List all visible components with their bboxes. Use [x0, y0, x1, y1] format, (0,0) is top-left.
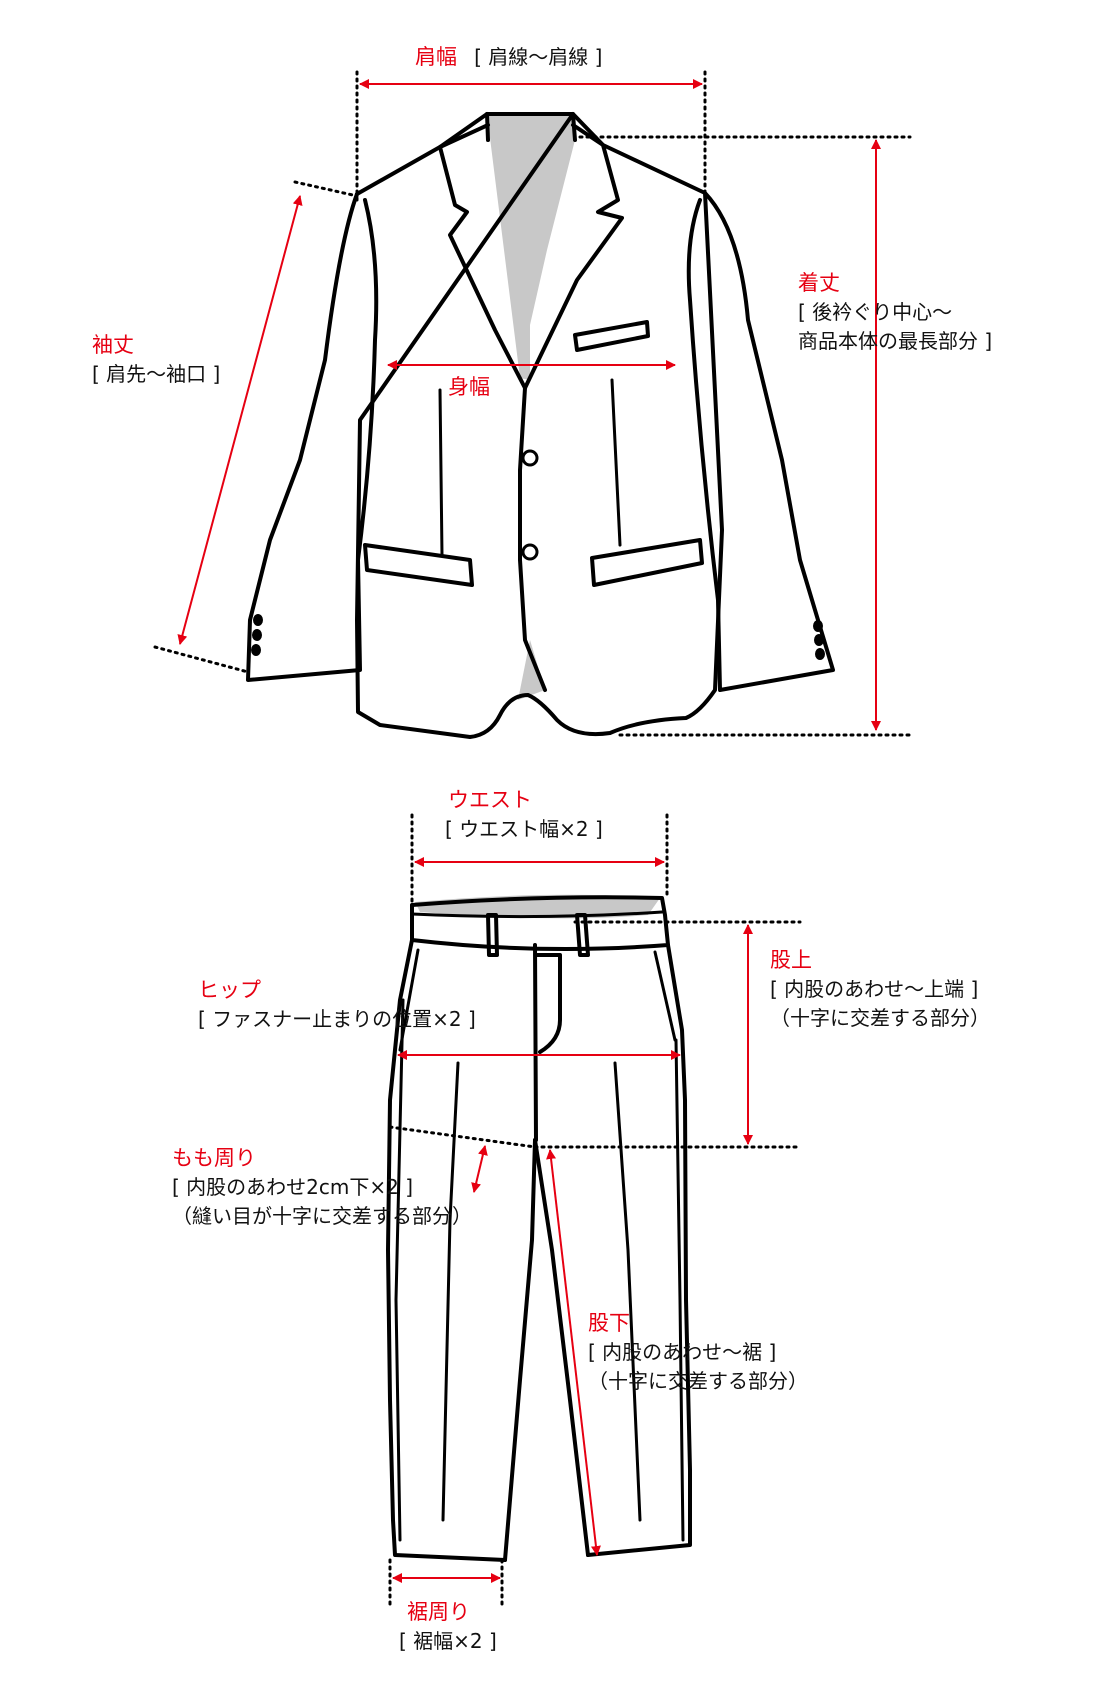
- label-waist: ウエスト [ ウエスト幅×2 ]: [445, 785, 603, 844]
- thigh-arrow: [471, 1145, 488, 1193]
- label-hem: 裾周り [ 裾幅×2 ]: [399, 1597, 497, 1656]
- jacket-left-cuff-buttons: [251, 614, 263, 656]
- hem-title: 裾周り: [407, 1600, 470, 1624]
- pants-right-crease: [613, 1061, 642, 1522]
- shoulder-width-title: 肩幅: [415, 45, 457, 69]
- sleeve-length-title: 袖丈: [92, 333, 134, 357]
- jacket-right-cuff-buttons: [813, 620, 825, 660]
- inseam-arrow: [546, 1149, 601, 1556]
- sleeve-length-desc: [ 肩先〜袖口 ]: [92, 362, 221, 387]
- rise-desc-1: [ 内股のあわせ〜上端 ]: [770, 977, 979, 1002]
- jacket-lining: [487, 114, 575, 380]
- waist-title: ウエスト: [448, 788, 532, 812]
- jacket-left-dart: [438, 388, 444, 557]
- label-rise: 股上 [ 内股のあわせ〜上端 ] （十字に交差する部分）: [770, 945, 990, 1033]
- label-body-width: 身幅: [448, 372, 490, 402]
- thigh-desc-1: [ 内股のあわせ2cm下×2 ]: [172, 1175, 414, 1200]
- inseam-desc-1: [ 内股のあわせ〜裾 ]: [588, 1340, 777, 1365]
- jacket-measure-guides: [153, 70, 912, 737]
- jacket-right-dart: [610, 378, 622, 547]
- pants-illustration: [386, 894, 692, 1562]
- length-desc-1: [ 後衿ぐり中心〜: [798, 300, 953, 325]
- jacket-measure-arrows: [177, 79, 881, 731]
- jacket-front-edge: [518, 386, 547, 692]
- sleeve-length-arrow: [177, 195, 303, 645]
- pants-belt-loop-left: [486, 913, 499, 957]
- pants-left-outer-seam: [386, 938, 507, 1562]
- jacket-button-lower: [521, 543, 539, 561]
- jacket-lining-lower: [518, 640, 545, 700]
- jacket-right-sleeve: [686, 191, 835, 692]
- jacket-left-sleeve: [246, 192, 379, 682]
- pants-left-inseam: [503, 1138, 537, 1562]
- pants-belt-loop-right: [575, 913, 590, 957]
- jacket-button-upper: [521, 449, 539, 467]
- label-hip: ヒップ [ ファスナー止まりの位置×2 ]: [198, 975, 476, 1034]
- jacket-breast-pocket: [573, 320, 650, 352]
- inseam-desc-2: （十字に交差する部分）: [588, 1369, 808, 1394]
- waist-desc: [ ウエスト幅×2 ]: [445, 817, 603, 842]
- thigh-title: もも周り: [172, 1146, 256, 1170]
- label-thigh: もも周り [ 内股のあわせ2cm下×2 ] （縫い目が十字に交差する部分）: [172, 1143, 472, 1231]
- thigh-desc-2: （縫い目が十字に交差する部分）: [172, 1204, 472, 1229]
- rise-title: 股上: [770, 948, 812, 972]
- label-shoulder-width: 肩幅 [ 肩線〜肩線 ]: [415, 42, 602, 72]
- jacket-illustration: [246, 112, 835, 739]
- pants-left-outer-double: [394, 998, 405, 1542]
- rise-desc-2: （十字に交差する部分）: [770, 1006, 990, 1031]
- inseam-title: 股下: [588, 1311, 630, 1335]
- pants-measure-arrows: [392, 857, 753, 1583]
- jacket-left-lapel: [438, 123, 527, 390]
- pants-left-crease: [441, 1061, 460, 1522]
- hip-title: ヒップ: [198, 978, 261, 1002]
- pants-right-outer-seam: [586, 943, 692, 1557]
- pants-right-pocket: [653, 950, 677, 1042]
- jacket-left-pocket: [363, 543, 474, 587]
- label-inseam: 股下 [ 内股のあわせ〜裾 ] （十字に交差する部分）: [588, 1308, 808, 1396]
- shoulder-width-desc: [ 肩線〜肩線 ]: [474, 45, 603, 69]
- pants-fly: [533, 943, 562, 1142]
- body-width-title: 身幅: [448, 375, 490, 399]
- pants-waistband-inner: [410, 910, 664, 919]
- pants-right-inseam: [533, 1138, 590, 1557]
- jacket-right-pocket: [590, 538, 704, 587]
- jacket-right-lapel: [523, 123, 624, 390]
- pants-right-outer-double: [674, 1038, 685, 1542]
- hem-desc: [ 裾幅×2 ]: [399, 1629, 497, 1654]
- pants-measure-guides: [388, 813, 802, 1607]
- label-length: 着丈 [ 後衿ぐり中心〜 商品本体の最長部分 ]: [798, 268, 992, 356]
- label-sleeve-length: 袖丈 [ 肩先〜袖口 ]: [92, 330, 220, 389]
- hip-desc: [ ファスナー止まりの位置×2 ]: [198, 1007, 476, 1032]
- length-title: 着丈: [798, 271, 840, 295]
- length-desc-2: 商品本体の最長部分 ]: [798, 329, 993, 354]
